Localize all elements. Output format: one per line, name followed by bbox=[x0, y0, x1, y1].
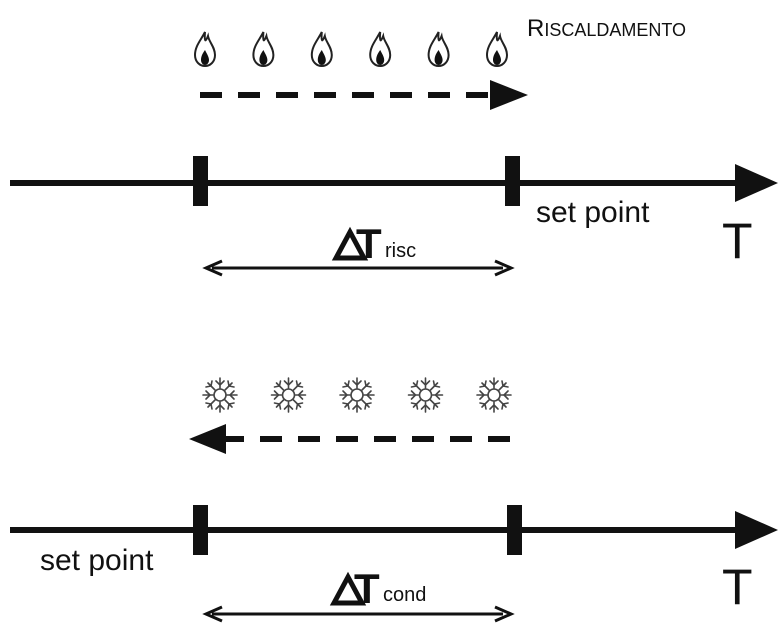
flame-icon bbox=[194, 31, 216, 67]
heating-flow-arrowhead bbox=[490, 80, 528, 110]
cooling-axis-arrowhead bbox=[735, 511, 778, 549]
heating-delta-range-right-head bbox=[494, 259, 515, 277]
cooling-flow-arrowhead bbox=[189, 424, 226, 454]
snowflake-icon bbox=[476, 377, 512, 413]
cooling-delta-range-right-head bbox=[494, 605, 515, 623]
heating-axis-arrowhead bbox=[735, 164, 778, 202]
cooling-section: set point T T cond bbox=[10, 377, 778, 623]
heating-title: RISCALDAMENTO bbox=[527, 15, 686, 42]
heating-delta-range-left-head bbox=[202, 259, 223, 277]
snowflake-icon-row bbox=[202, 377, 512, 413]
cooling-delta-range-left-head bbox=[202, 605, 223, 623]
heating-delta-symbol: T bbox=[356, 220, 382, 267]
snowflake-icon bbox=[339, 377, 375, 413]
cooling-axis-label: T bbox=[722, 559, 753, 615]
flame-icon bbox=[252, 31, 275, 67]
cooling-delta-subscript: cond bbox=[383, 584, 426, 606]
cooling-delta-symbol: T bbox=[354, 565, 380, 612]
heating-section: RISCALDAMENTO set point T T risc bbox=[10, 15, 778, 277]
cooling-upper-threshold-tick bbox=[507, 505, 522, 555]
heating-title-initial: R bbox=[527, 15, 544, 42]
cooling-setpoint-label: set point bbox=[40, 544, 154, 577]
heating-axis-label: T bbox=[722, 213, 753, 269]
snowflake-icon bbox=[270, 377, 307, 413]
heating-setpoint-tick bbox=[505, 156, 520, 206]
cooling-setpoint-tick bbox=[193, 505, 208, 555]
flame-icon bbox=[369, 31, 392, 67]
heating-lower-threshold-tick bbox=[193, 156, 208, 206]
flame-icon bbox=[486, 31, 508, 67]
flame-icon-row bbox=[194, 31, 508, 67]
heating-setpoint-label: set point bbox=[536, 196, 650, 229]
heating-delta-icon bbox=[331, 226, 369, 261]
flame-icon bbox=[310, 31, 333, 67]
cooling-delta-icon bbox=[329, 571, 367, 606]
flame-icon bbox=[427, 31, 450, 67]
snowflake-icon bbox=[202, 377, 238, 413]
heating-delta-subscript: risc bbox=[385, 240, 416, 262]
snowflake-icon bbox=[407, 377, 444, 413]
heating-title-rest: ISCALDAMENTO bbox=[544, 20, 686, 40]
